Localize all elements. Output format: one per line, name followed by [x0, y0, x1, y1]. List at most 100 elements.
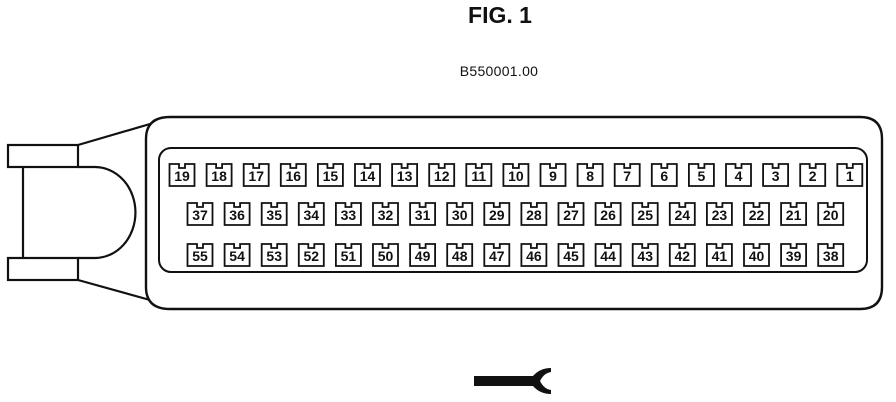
- pin-6: 6: [650, 163, 678, 187]
- pin-32: 32: [372, 202, 399, 226]
- pin-2: 2: [799, 163, 827, 187]
- pin-label: 14: [360, 168, 376, 184]
- pin-label: 34: [304, 207, 320, 223]
- pin-47: 47: [483, 243, 511, 267]
- pin-23: 23: [706, 202, 733, 226]
- pin-cavity: [836, 163, 864, 187]
- figure-code: B550001.00: [459, 63, 539, 79]
- pin-cavity: [594, 202, 622, 226]
- pin-49: 49: [409, 243, 436, 267]
- pin-55: 55: [186, 243, 214, 267]
- pin-cavity: [576, 163, 604, 187]
- pin-12: 12: [428, 163, 456, 187]
- pin-20: 20: [817, 202, 845, 226]
- pin-cavity: [409, 202, 436, 226]
- pin-cavity: [297, 243, 325, 267]
- pin-46: 46: [520, 243, 548, 267]
- pin-label: 7: [623, 168, 631, 184]
- pin-cavity: [520, 202, 548, 226]
- pin-label: 6: [660, 168, 668, 184]
- pin-11: 11: [465, 163, 493, 187]
- pin-cavity: [817, 243, 845, 267]
- pin-cavity: [613, 163, 641, 187]
- pin-cavity: [557, 243, 585, 267]
- pin-18: 18: [205, 163, 233, 187]
- pin-16: 16: [279, 163, 307, 187]
- pin-15: 15: [317, 163, 344, 187]
- pin-cavity: [391, 163, 418, 187]
- pin-label: 11: [471, 168, 486, 184]
- pin-cavity: [354, 163, 381, 187]
- pin-31: 31: [409, 202, 436, 226]
- pin-label: 30: [452, 207, 468, 223]
- pin-cavity: [186, 202, 214, 226]
- pin-17: 17: [242, 163, 270, 187]
- pin-cavity: [817, 202, 845, 226]
- pin-label: 43: [637, 248, 653, 264]
- pin-cavity: [317, 163, 344, 187]
- pin-cavity: [706, 202, 733, 226]
- connector-latch: [6, 122, 151, 302]
- pin-cavity: [539, 163, 567, 187]
- pin-label: 9: [549, 168, 557, 184]
- pin-label: 48: [452, 248, 468, 264]
- pin-label: 50: [378, 248, 394, 264]
- pin-label: 28: [526, 207, 542, 223]
- pin-cavity: [631, 243, 659, 267]
- pin-cavity: [372, 243, 399, 267]
- pin-21: 21: [780, 202, 807, 226]
- pin-label: 52: [304, 248, 320, 264]
- pin-label: 42: [675, 248, 691, 264]
- pin-label: 36: [229, 207, 245, 223]
- pin-label: 32: [378, 207, 394, 223]
- pin-label: 15: [323, 168, 339, 184]
- pin-label: 41: [712, 248, 728, 264]
- pin-cavity: [279, 163, 307, 187]
- pin-label: 8: [586, 168, 594, 184]
- pin-cavity: [260, 243, 288, 267]
- pin-label: 40: [749, 248, 765, 264]
- pin-34: 34: [297, 202, 325, 226]
- pin-cavity: [780, 202, 807, 226]
- pin-cavity: [297, 202, 325, 226]
- pin-cavity: [168, 163, 196, 187]
- pin-label: 10: [508, 168, 524, 184]
- pin-label: 13: [397, 168, 413, 184]
- pin-label: 4: [735, 168, 743, 184]
- pin-label: 12: [434, 168, 450, 184]
- connector-body: [144, 115, 884, 311]
- pin-53: 53: [260, 243, 288, 267]
- pin-cavity: [428, 163, 456, 187]
- pin-36: 36: [223, 202, 251, 226]
- pin-cavity: [242, 163, 270, 187]
- pin-cavity: [762, 163, 789, 187]
- pin-cavity: [743, 202, 770, 226]
- pin-5: 5: [688, 163, 715, 187]
- pin-cavity: [186, 243, 214, 267]
- pin-51: 51: [335, 243, 362, 267]
- pin-label: 2: [809, 168, 817, 184]
- pin-cavity: [335, 202, 362, 226]
- pin-1: 1: [836, 163, 864, 187]
- figure-title: FIG. 1: [468, 2, 532, 28]
- pin-48: 48: [446, 243, 474, 267]
- pin-label: 19: [174, 168, 190, 184]
- pin-cavity: [668, 243, 696, 267]
- pin-35: 35: [260, 202, 288, 226]
- pin-cavity: [502, 163, 530, 187]
- pin-10: 10: [502, 163, 530, 187]
- pin-7: 7: [613, 163, 641, 187]
- pin-40: 40: [743, 243, 770, 267]
- pin-19: 19: [168, 163, 196, 187]
- pin-label: 49: [415, 248, 431, 264]
- pin-cavity: [372, 202, 399, 226]
- pin-25: 25: [631, 202, 659, 226]
- pin-label: 31: [415, 207, 431, 223]
- pin-cavity: [446, 243, 474, 267]
- pin-label: 25: [637, 207, 653, 223]
- pin-cavity: [706, 243, 733, 267]
- pin-30: 30: [446, 202, 474, 226]
- pin-13: 13: [391, 163, 418, 187]
